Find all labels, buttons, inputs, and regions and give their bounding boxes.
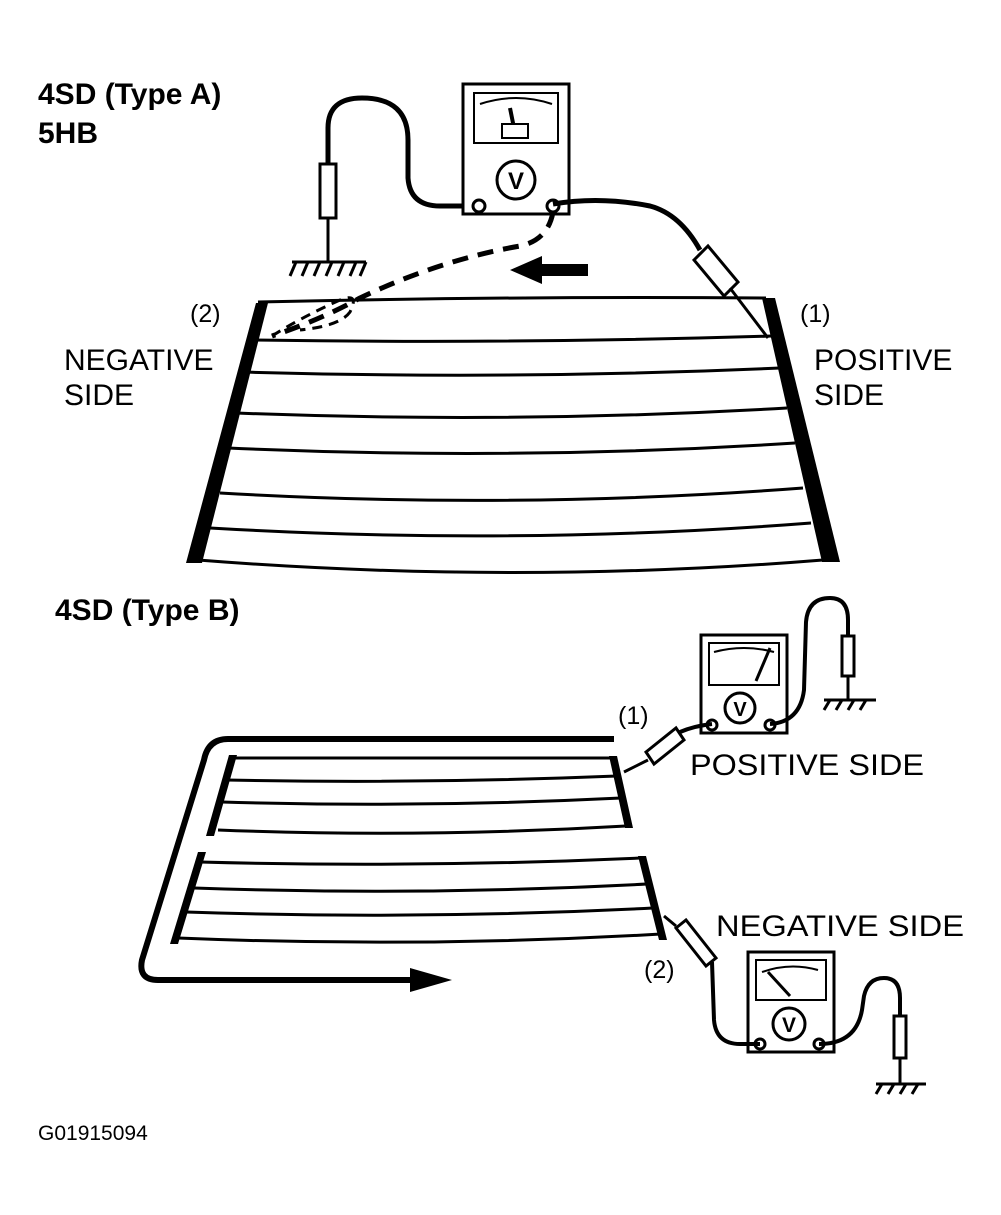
ground-lead-b-top xyxy=(769,595,850,726)
negative-side-label-a-line2: SIDE xyxy=(64,379,134,412)
ground-lead-a xyxy=(325,95,478,209)
ground-probe-b-bottom xyxy=(892,1014,908,1060)
direction-arrow-icon-a xyxy=(510,256,588,284)
lower-bus-bar-left-b xyxy=(170,852,206,944)
label-1-a: (1) xyxy=(800,300,831,328)
negative-lead-b xyxy=(710,961,760,1046)
negative-side-label-a: NEGATIVE xyxy=(64,344,213,377)
type-a-subtitle: 5HB xyxy=(38,117,98,150)
positive-side-label-a: POSITIVE xyxy=(814,344,952,377)
positive-side-label-b: POSITIVE SIDE xyxy=(690,749,924,782)
return-arrow-icon-b xyxy=(410,968,452,992)
ground-probe-a xyxy=(318,162,338,220)
voltmeter-a: V xyxy=(461,82,571,216)
type-b-title: 4SD (Type B) xyxy=(55,594,239,627)
rear-window-upper-b xyxy=(217,756,627,835)
type-a-section: 4SD (Type A) 5HB xyxy=(38,78,952,574)
ground-lead-b-bottom xyxy=(818,975,902,1046)
positive-probe-a xyxy=(691,243,741,299)
negative-probe-b xyxy=(673,917,719,969)
type-b-section: 4SD (Type B) V xyxy=(55,594,964,1095)
ground-icon-a xyxy=(288,218,368,277)
upper-bus-bar-right-b xyxy=(609,756,633,828)
meter-symbol-b-bottom: V xyxy=(782,1014,796,1037)
figure-code: G01915094 xyxy=(38,1122,148,1145)
moving-probe-path-a xyxy=(271,211,556,339)
return-path-b xyxy=(138,736,614,983)
meter-symbol-b-top: V xyxy=(733,699,747,721)
rear-window-glass-a xyxy=(197,296,824,574)
ground-icon-b-top xyxy=(822,676,876,711)
voltmeter-b-bottom: V xyxy=(746,950,836,1054)
label-2-b: (2) xyxy=(644,956,675,984)
voltmeter-b-top: V xyxy=(699,633,789,735)
label-1-b: (1) xyxy=(618,702,649,730)
ground-icon-b-bottom xyxy=(874,1058,926,1095)
positive-side-label-a-line2: SIDE xyxy=(814,379,884,412)
type-a-title: 4SD (Type A) xyxy=(38,78,221,111)
label-2-a: (2) xyxy=(190,300,221,328)
positive-lead-a xyxy=(552,197,703,252)
rear-window-lower-b xyxy=(177,856,662,944)
upper-bus-bar-left-b xyxy=(206,755,237,836)
positive-lead-b xyxy=(679,722,713,734)
lower-bus-bar-right-b xyxy=(638,856,667,940)
positive-probe-b xyxy=(643,725,687,767)
negative-side-label-b: NEGATIVE SIDE xyxy=(716,910,964,943)
ground-probe-b-top xyxy=(840,634,856,678)
negative-bus-bar-a xyxy=(186,303,268,563)
meter-symbol-a: V xyxy=(508,168,524,195)
positive-bus-bar-a xyxy=(762,298,840,562)
